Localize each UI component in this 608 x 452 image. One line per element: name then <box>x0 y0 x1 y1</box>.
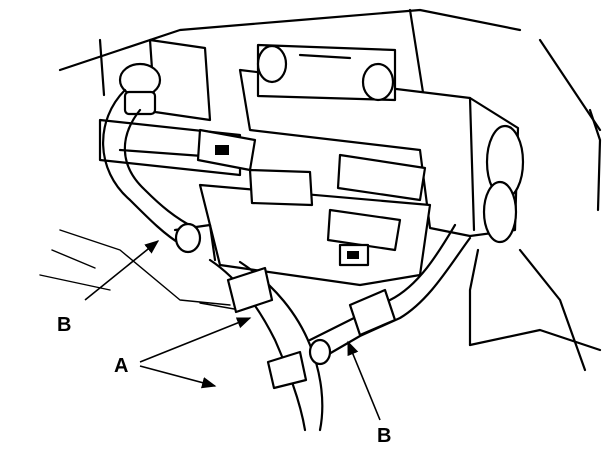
hose-a <box>208 258 324 432</box>
hose-b-left <box>102 88 202 254</box>
hose-b-bottom <box>308 223 472 366</box>
leader-b-left <box>84 240 160 301</box>
modulator-unit <box>238 43 525 244</box>
callout-leaders <box>84 240 381 421</box>
callout-label-a: A <box>114 355 128 377</box>
leader-b-bottom <box>347 340 381 421</box>
leader-a-upper <box>139 317 252 363</box>
engine-bay-outline <box>39 8 602 372</box>
callout-label-b-bottom: B <box>377 425 391 447</box>
leader-a-lower <box>139 365 217 389</box>
callout-label-b-left: B <box>57 314 71 336</box>
